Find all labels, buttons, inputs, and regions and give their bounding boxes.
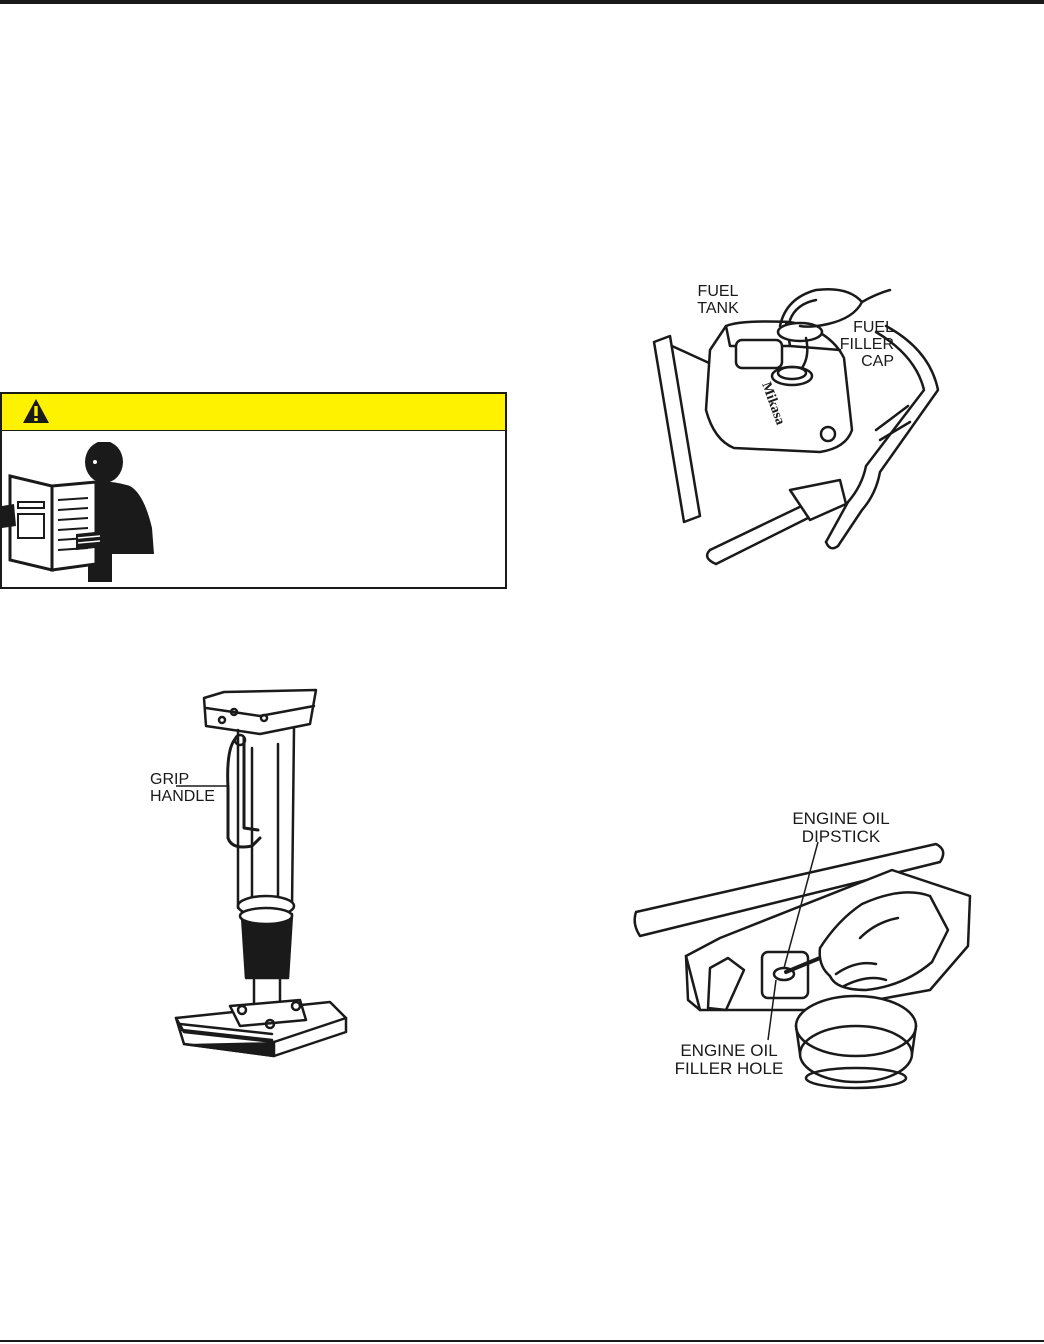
bottom-rule [0,1340,1044,1342]
warning-triangle-icon [23,399,49,423]
warning-banner [2,394,505,431]
label-grip-handle: GRIP HANDLE [150,771,215,805]
top-rule [0,0,1044,4]
label-fuel-filler-cap: FUEL FILLER CAP [839,319,894,370]
label-engine-oil-filler-hole: ENGINE OIL FILLER HOLE [674,1041,784,1078]
warning-box [0,392,507,589]
read-manual-icon [2,442,154,582]
label-fuel-tank: FUEL TANK [697,283,739,317]
grip-handle-figure [174,688,348,1058]
label-engine-oil-dipstick: ENGINE OIL DIPSTICK [792,809,890,846]
fuel-tank-figure: Mikasa [652,288,940,566]
engine-oil-figure [633,841,972,1090]
